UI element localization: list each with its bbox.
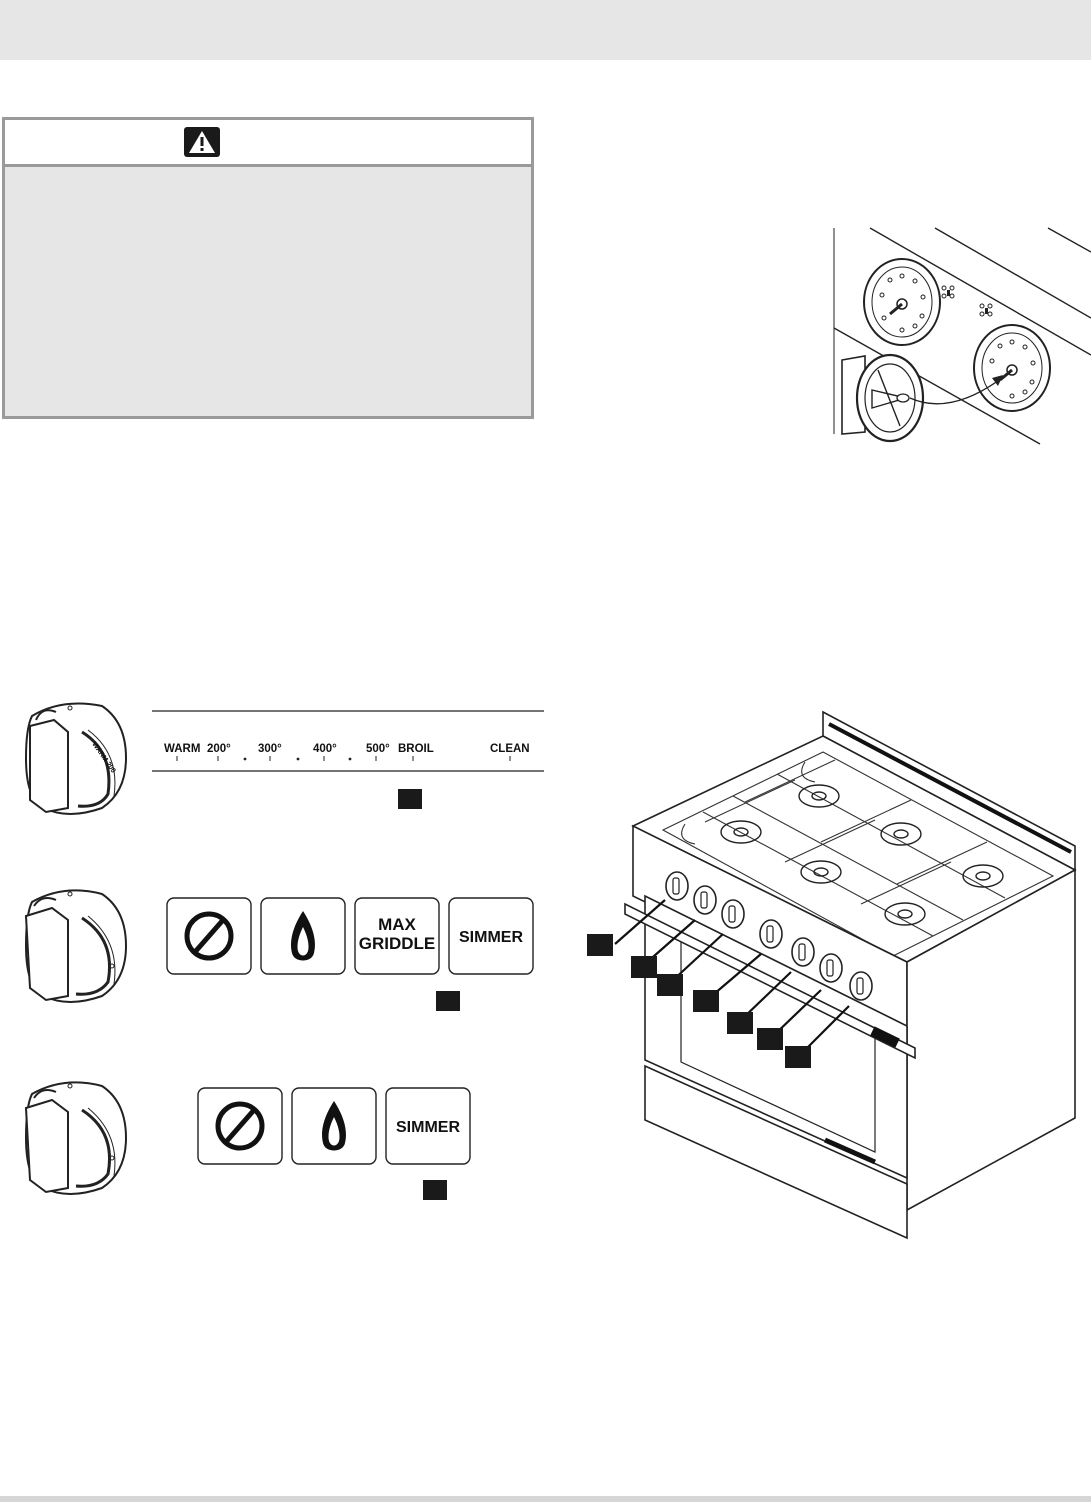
header-band xyxy=(0,0,1091,60)
simmer-label: SIMMER xyxy=(459,929,523,946)
griddle-knob-illustration xyxy=(24,889,128,1003)
scale-label-300: 300° xyxy=(258,743,282,755)
range-illustration xyxy=(587,710,1077,1240)
off-icon xyxy=(215,1101,265,1151)
scale-label-500: 500° xyxy=(366,743,390,755)
warning-header xyxy=(5,120,531,167)
griddle-callout-box xyxy=(436,991,460,1011)
griddle-knob-symbols: MAX GRIDDLE SIMMER xyxy=(166,897,534,975)
burner-knob-symbols: SIMMER xyxy=(197,1087,471,1165)
griddle-label: GRIDDLE xyxy=(359,934,436,953)
flame-icon xyxy=(291,911,315,961)
oven-temperature-scale: WARM 200° 300° 400° 500° BROIL CLEAN xyxy=(152,710,544,772)
simmer-label: SIMMER xyxy=(396,1119,460,1136)
warning-icon xyxy=(184,127,220,157)
oven-callout-box xyxy=(398,789,422,809)
off-icon xyxy=(184,911,234,961)
scale-label-warm: WARM xyxy=(164,743,200,755)
oven-knob-illustration: WARM 200 xyxy=(24,702,128,815)
burner-callout-box xyxy=(423,1180,447,1200)
scale-label-400: 400° xyxy=(313,743,337,755)
scale-label-200: 200° xyxy=(207,743,231,755)
knob-installation-figure xyxy=(833,227,1091,445)
scale-label-broil: BROIL xyxy=(398,743,434,755)
burner-knob-illustration xyxy=(24,1081,128,1195)
warning-box xyxy=(2,117,534,419)
flame-icon xyxy=(322,1101,346,1151)
scale-label-clean: CLEAN xyxy=(490,743,530,755)
footer-rule xyxy=(0,1496,1091,1502)
max-label: MAX xyxy=(378,915,416,934)
